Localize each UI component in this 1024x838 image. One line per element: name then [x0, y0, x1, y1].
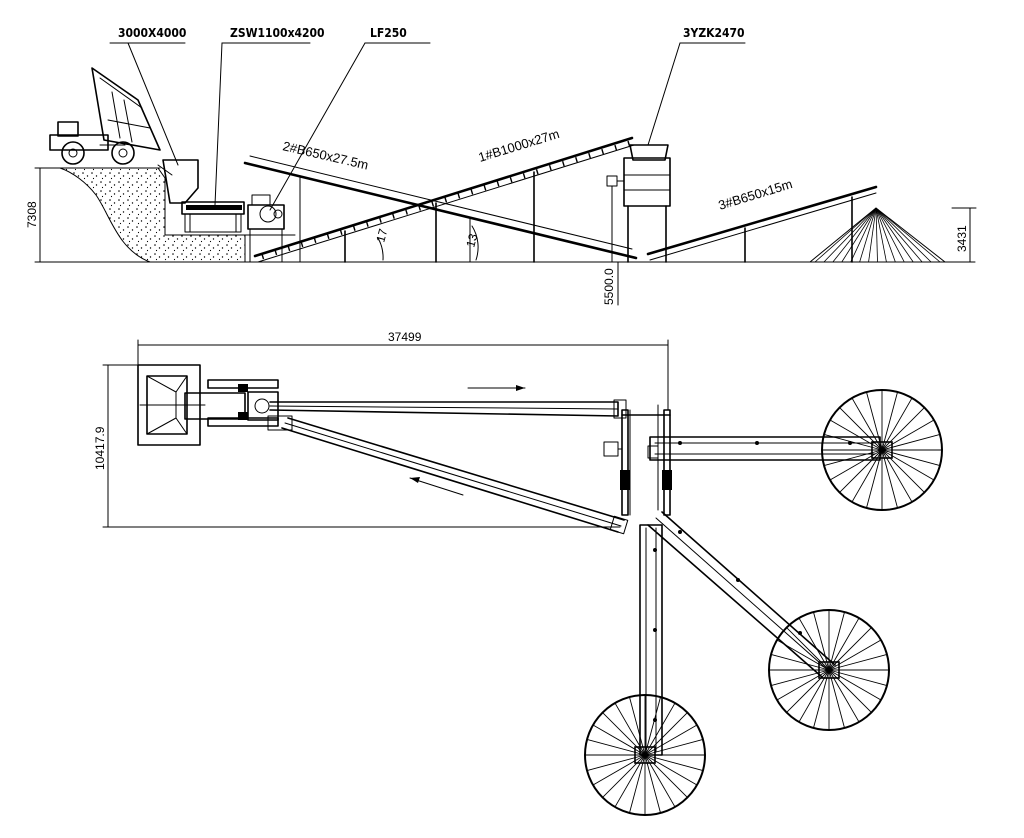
stockpile-elevation: [809, 207, 946, 263]
callouts: 3000X4000 ZSW1100x4200 LF250 3YZK2470 1#…: [109, 26, 794, 213]
hopper-label: 3000X4000: [118, 26, 186, 40]
screen-height-text: 5500.0: [602, 268, 616, 305]
conveyor-1-plan: [269, 399, 627, 419]
conveyor-2-plan: [281, 417, 629, 535]
feeder-label: ZSW1100x4200: [230, 26, 325, 40]
screen-plan: [603, 404, 672, 516]
stockpile-plan-3: [584, 694, 706, 816]
angle-2-text: 13: [463, 232, 480, 249]
conveyor3-label: 3#B650x15m: [716, 176, 794, 213]
conveyor-3c-plan: [639, 524, 663, 756]
screen-label: 3YZK2470: [683, 26, 745, 40]
angle-1-text: 17: [373, 227, 390, 244]
conveyor-3a-plan: [647, 436, 881, 461]
plan-width-text: 10417.9: [93, 426, 107, 470]
angle-arc-1: [377, 237, 384, 261]
wheel-loader-icon: [49, 67, 161, 165]
flow-arrow-icon: [409, 385, 526, 496]
plan-view: 37499 10417.9: [93, 330, 943, 816]
conveyor-2: [243, 155, 638, 263]
conveyor-3b-plan: [647, 511, 836, 678]
stockpile-plan-2: [768, 609, 890, 731]
plan-length-dimension: 37499: [137, 330, 669, 411]
plan-length-text: 37499: [388, 330, 422, 344]
crusher-label: LF250: [370, 26, 407, 40]
height-dimension-right: 3431: [951, 207, 977, 263]
height-right-text: 3431: [955, 225, 969, 252]
stockpile-plan-1: [821, 389, 943, 511]
crusher: [244, 194, 296, 263]
height-dimension-left: 7308: [25, 167, 45, 263]
conveyor1-label: 1#B1000x27m: [476, 126, 561, 165]
hopper: [157, 159, 199, 204]
vibrating-screen: [606, 144, 671, 263]
hopper-plan: [137, 364, 206, 446]
height-left-text: 7308: [25, 201, 39, 228]
embankment: [59, 167, 246, 263]
vibrating-feeder: [181, 201, 245, 233]
screen-height-dimension: 5500.0: [602, 261, 619, 306]
angle-arc-2: [471, 225, 479, 261]
plan-width-dimension: 10417.9: [93, 364, 621, 528]
elevation-view: 7308: [25, 26, 977, 306]
